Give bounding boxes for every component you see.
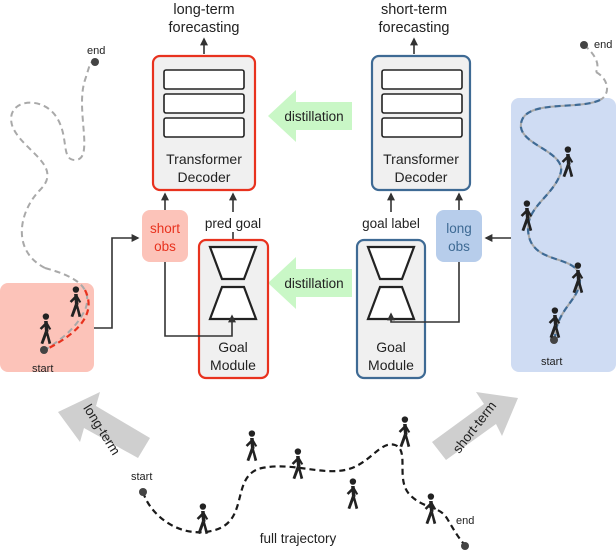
distillation-label-top: distillation <box>284 109 343 124</box>
short-term-forecasting-title-line2: forecasting <box>379 20 450 36</box>
start-dot <box>40 346 48 354</box>
goal-module-short: Goal Module <box>355 238 427 380</box>
walking-person-icon <box>245 430 258 462</box>
decoder-label-line2: Decoder <box>395 169 448 185</box>
long-term-forecasting-title-line2: forecasting <box>169 20 240 36</box>
distillation-label-bottom: distillation <box>284 276 343 291</box>
long-obs-label-line1: long <box>446 221 472 236</box>
transformer-decoder-long: Transformer Decoder <box>151 54 257 192</box>
end-label-right: end <box>594 39 612 51</box>
decoder-label-line1: Transformer <box>383 151 459 167</box>
long-term-forecasting-title-line1: long-term <box>173 2 234 18</box>
long-obs-region <box>511 98 616 372</box>
start-dot <box>139 488 147 496</box>
walking-person-icon <box>424 493 437 525</box>
distillation-arrow-bottom: distillation <box>268 257 352 309</box>
pred-goal-label: pred goal <box>205 216 261 231</box>
future-path-grey <box>10 60 96 269</box>
full-trajectory-path <box>141 443 466 546</box>
long-obs-label-line2: obs <box>448 239 470 254</box>
left-observation-panel: end start <box>0 45 105 375</box>
observed-path-red <box>44 289 90 351</box>
start-label-right: start <box>541 356 562 368</box>
flow-arrows <box>94 192 511 337</box>
goal-module-label-line1: Goal <box>376 339 406 355</box>
past-path-grey <box>44 267 89 351</box>
walking-person-icon <box>291 448 304 480</box>
walking-person-icon <box>346 478 359 510</box>
goal-module-label-line2: Module <box>210 357 256 373</box>
token-stack-icon <box>163 69 245 138</box>
short-obs-box: short obs <box>142 210 188 262</box>
transformer-decoder-short: Transformer Decoder <box>370 54 472 192</box>
goal-module-label-line1: Goal <box>218 339 248 355</box>
start-label-left: start <box>32 363 53 375</box>
decoder-label-line2: Decoder <box>178 169 231 185</box>
short-obs-label-line2: obs <box>154 239 176 254</box>
end-dot <box>91 58 99 66</box>
long-term-arrow: long-term <box>58 392 150 458</box>
goal-module-label-line2: Module <box>368 357 414 373</box>
right-observation-panel: end start <box>511 39 616 372</box>
decoder-label-line1: Transformer <box>166 151 242 167</box>
short-term-arrow: short-term <box>432 392 518 460</box>
end-label-bottom: end <box>456 515 474 527</box>
walking-person-icon <box>196 503 209 535</box>
goal-module-long: Goal Module <box>197 238 270 380</box>
token-stack-icon <box>381 69 463 138</box>
distillation-arrow-top: distillation <box>268 90 352 142</box>
short-term-forecasting-title-line1: short-term <box>381 2 447 18</box>
end-label-left: end <box>87 45 105 57</box>
full-trajectory-label: full trajectory <box>260 531 337 546</box>
end-dot <box>580 41 588 49</box>
short-obs-label-line1: short <box>150 221 180 236</box>
goal-label-text: goal label <box>362 216 420 231</box>
walking-person-icon <box>398 416 411 448</box>
long-obs-box: long obs <box>436 210 482 262</box>
end-dot <box>461 542 469 550</box>
start-label-bottom: start <box>131 471 152 483</box>
